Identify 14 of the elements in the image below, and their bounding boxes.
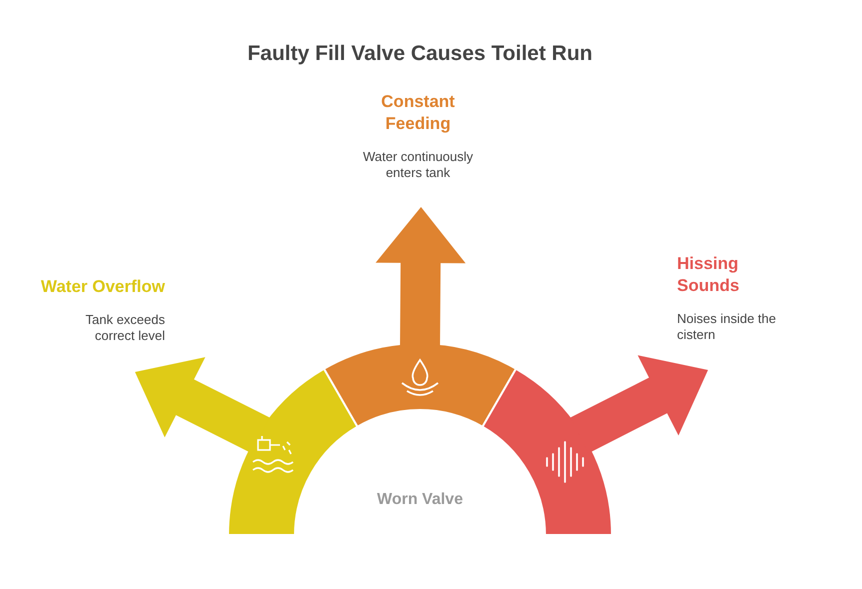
center-label: Worn Valve <box>376 491 464 509</box>
node-description: Noises inside the cistern <box>677 311 777 343</box>
node-heading: Hissing Sounds <box>677 253 740 297</box>
diagram-title: Faulty Fill Valve Causes Toilet Run <box>246 42 594 66</box>
node-heading: Constant Feeding <box>380 91 456 135</box>
arc-segment <box>482 368 613 536</box>
node-heading: Water Overflow <box>40 276 165 298</box>
arrow <box>376 207 466 348</box>
arrow <box>570 355 708 454</box>
node-description: Water continuously enters tank <box>362 149 474 181</box>
arc-segment <box>227 368 358 536</box>
arrow <box>135 357 270 454</box>
arc-segment <box>323 342 517 428</box>
node-description: Tank exceeds correct level <box>84 312 165 344</box>
